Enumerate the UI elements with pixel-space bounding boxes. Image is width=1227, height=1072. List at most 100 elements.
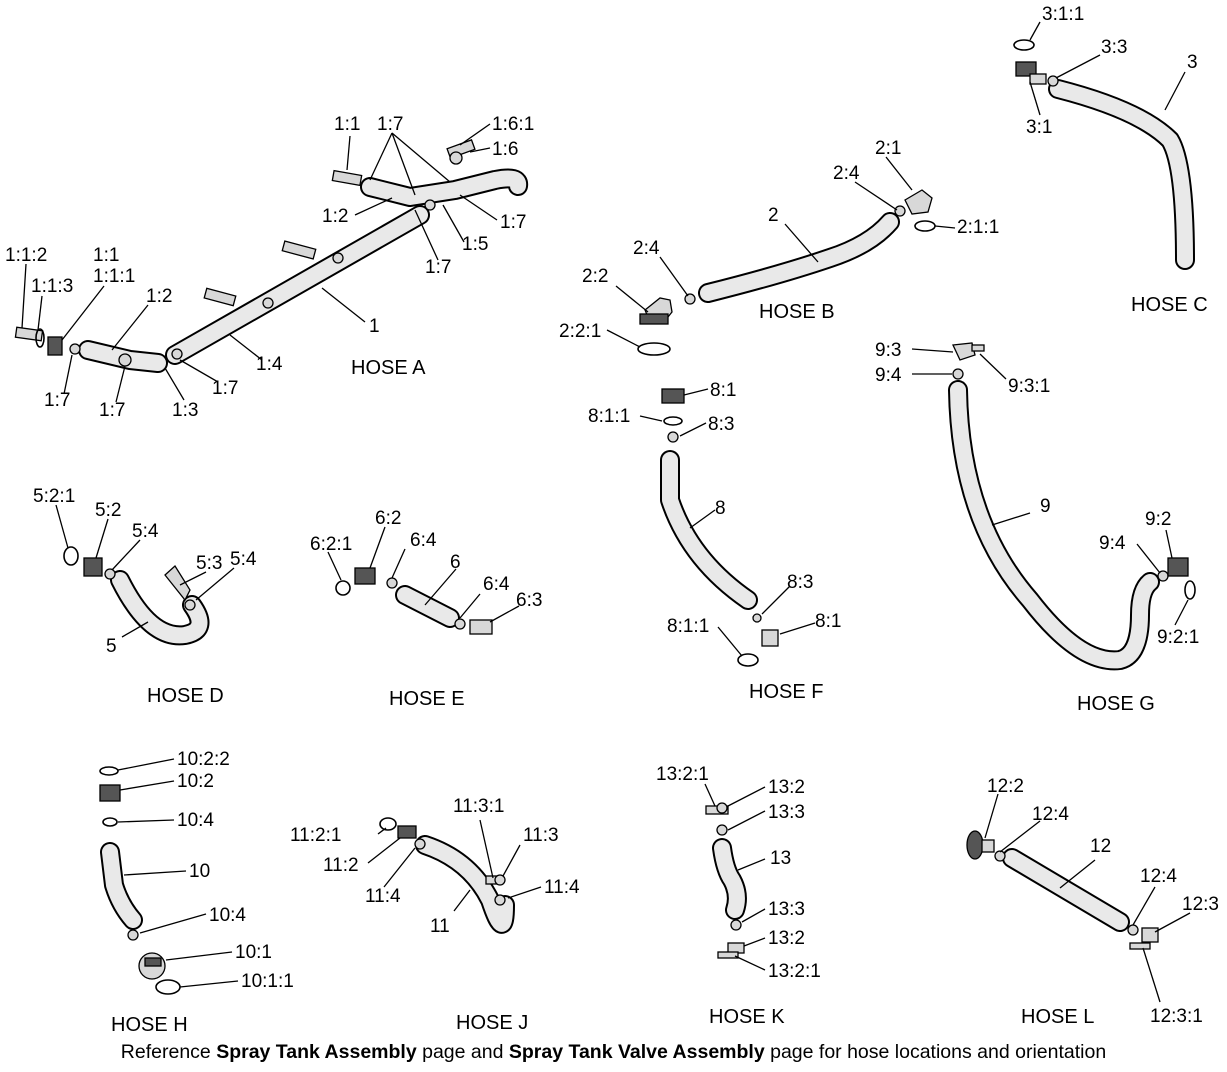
hose-h-drawing — [99, 758, 239, 995]
label-1-1-2: 1:1:2 — [5, 245, 47, 266]
label-6-2: 6:2 — [375, 508, 401, 529]
hose-j-drawing — [367, 817, 542, 934]
label-1-1: 1:1 — [93, 245, 119, 266]
title-hose-g: HOSE G — [1077, 693, 1155, 715]
label-9: 9 — [1040, 496, 1051, 517]
hose-titles: HOSE A HOSE B HOSE C HOSE D HOSE E HOSE … — [111, 294, 1208, 1036]
label-1-6-1: 1:6:1 — [492, 114, 534, 135]
label-12-3: 12:3 — [1182, 894, 1219, 915]
label-9-2-1: 9:2:1 — [1157, 627, 1199, 648]
label-5-3: 5:3 — [196, 553, 222, 574]
label-1-1-1: 1:1:1 — [93, 266, 135, 287]
label-13-3: 13:3 — [768, 802, 805, 823]
hose-a-drawing — [14, 123, 529, 403]
label-9-4: 9:4 — [1099, 533, 1126, 554]
label-9-4: 9:4 — [875, 365, 902, 386]
label-1-1: 1:1 — [334, 114, 360, 135]
label-5-4: 5:4 — [132, 521, 159, 542]
label-5-4: 5:4 — [230, 549, 257, 570]
title-hose-e: HOSE E — [389, 688, 465, 710]
label-8-1-1: 8:1:1 — [588, 406, 630, 427]
label-10-4: 10:4 — [177, 810, 214, 831]
label-10-4: 10:4 — [209, 905, 246, 926]
label-11: 11 — [430, 916, 450, 937]
title-hose-l: HOSE L — [1021, 1006, 1094, 1028]
label-6-4: 6:4 — [483, 574, 510, 595]
reference-prefix: Reference — [120, 1041, 217, 1063]
label-13-2-1: 13:2:1 — [656, 764, 709, 785]
label-6-3: 6:3 — [516, 590, 542, 611]
spray-tank-assembly-link-text: Spray Tank Assembly — [216, 1041, 417, 1063]
label-2-2-1: 2:2:1 — [559, 321, 601, 342]
hose-l-drawing — [966, 793, 1191, 1003]
label-12-3-1: 12:3:1 — [1150, 1006, 1203, 1027]
label-10-1-1: 10:1:1 — [241, 971, 294, 992]
label-13: 13 — [770, 848, 791, 869]
label-13-3: 13:3 — [768, 899, 805, 920]
label-10-1: 10:1 — [235, 942, 272, 963]
label-2-4: 2:4 — [833, 163, 860, 184]
title-hose-d: HOSE D — [147, 685, 224, 707]
label-1-7: 1:7 — [44, 390, 70, 411]
label-6: 6 — [450, 552, 461, 573]
label-1-2: 1:2 — [322, 206, 348, 227]
label-10: 10 — [189, 861, 210, 882]
label-9-2: 9:2 — [1145, 509, 1171, 530]
label-13-2-1: 13:2:1 — [768, 961, 821, 982]
label-1-4: 1:4 — [256, 354, 283, 375]
label-2: 2 — [768, 205, 779, 226]
label-1-7: 1:7 — [99, 400, 125, 421]
reference-note: Reference Spray Tank Assembly page and S… — [0, 1041, 1227, 1064]
label-11-4: 11:4 — [365, 886, 401, 907]
label-1-3: 1:3 — [172, 400, 198, 421]
hose-d-drawing — [55, 504, 235, 646]
label-1-7: 1:7 — [425, 257, 451, 278]
label-2-2: 2:2 — [582, 266, 608, 287]
label-11-3-1: 11:3:1 — [453, 796, 504, 817]
label-10-2: 10:2 — [177, 771, 214, 792]
title-hose-b: HOSE B — [759, 301, 835, 323]
title-hose-c: HOSE C — [1131, 294, 1208, 316]
title-hose-a: HOSE A — [351, 357, 426, 379]
label-11-3: 11:3 — [523, 825, 559, 846]
part-labels: 1:6:1 1:1 1:7 1:6 1:2 1:7 1:5 1:7 1 1:1:… — [5, 4, 1219, 1027]
label-12-4: 12:4 — [1032, 804, 1069, 825]
hose-g-drawing — [911, 342, 1196, 671]
hose-e-drawing — [327, 526, 520, 635]
label-11-2: 11:2 — [323, 855, 359, 876]
title-hose-f: HOSE F — [749, 681, 823, 703]
label-1-1-3: 1:1:3 — [31, 276, 73, 297]
label-1-7: 1:7 — [212, 378, 238, 399]
label-3-1-1: 3:1:1 — [1042, 4, 1084, 25]
label-12: 12 — [1090, 836, 1111, 857]
title-hose-h: HOSE H — [111, 1014, 188, 1036]
label-1-2: 1:2 — [146, 286, 172, 307]
label-8-3: 8:3 — [787, 572, 813, 593]
label-3-1: 3:1 — [1026, 117, 1052, 138]
label-5: 5 — [106, 636, 117, 657]
label-2-1-1: 2:1:1 — [957, 217, 999, 238]
title-hose-k: HOSE K — [709, 1006, 785, 1028]
label-3: 3 — [1187, 52, 1198, 73]
label-8-1-1: 8:1:1 — [667, 616, 709, 637]
reference-suffix: page for hose locations and orientation — [764, 1041, 1107, 1063]
hose-f-drawing — [639, 388, 816, 667]
label-8-1: 8:1 — [815, 611, 841, 632]
label-2-4: 2:4 — [633, 238, 660, 259]
hose-assembly-diagram: 1:6:1 1:1 1:7 1:6 1:2 1:7 1:5 1:7 1 1:1:… — [5, 4, 1219, 1036]
label-2-1: 2:1 — [875, 138, 901, 159]
label-9-3: 9:3 — [875, 340, 901, 361]
label-13-2: 13:2 — [768, 777, 805, 798]
label-6-2-1: 6:2:1 — [310, 534, 352, 555]
label-13-2: 13:2 — [768, 928, 805, 949]
label-1-7: 1:7 — [500, 212, 526, 233]
title-hose-j: HOSE J — [456, 1012, 528, 1034]
label-5-2-1: 5:2:1 — [33, 486, 75, 507]
hose-k-drawing — [704, 783, 766, 971]
label-9-3-1: 9:3:1 — [1008, 376, 1050, 397]
hose-b-drawing — [606, 156, 956, 356]
label-12-2: 12:2 — [987, 776, 1024, 797]
label-12-4: 12:4 — [1140, 866, 1177, 887]
hose-c-drawing — [1013, 21, 1195, 270]
label-6-4: 6:4 — [410, 530, 437, 551]
